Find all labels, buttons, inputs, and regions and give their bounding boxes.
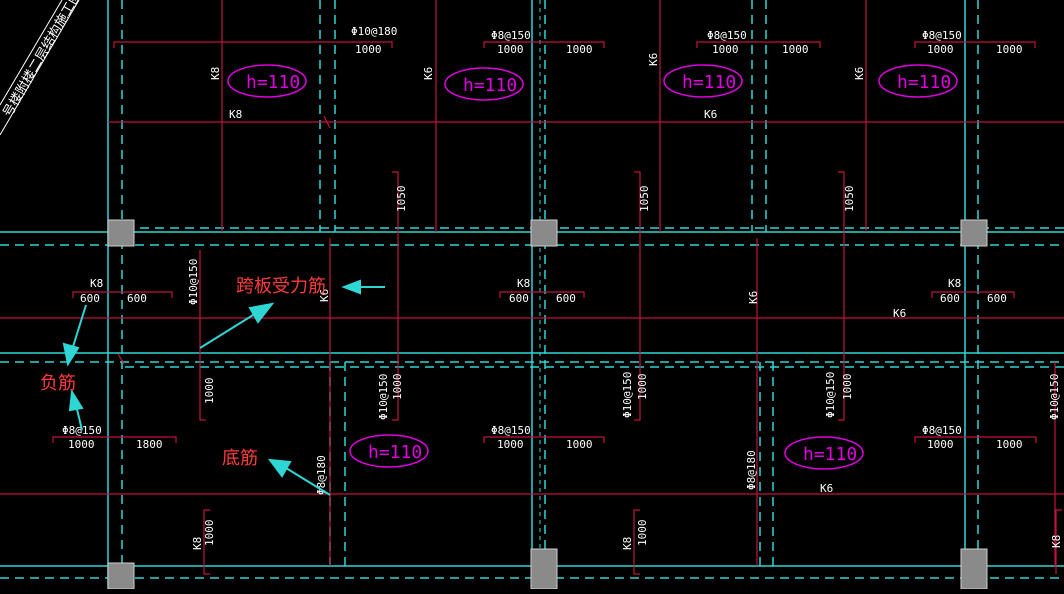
column	[107, 562, 135, 590]
annotation-span-rebar: 跨板受力筋	[236, 276, 326, 297]
rebar-spec: Φ10@150	[1048, 374, 1061, 420]
rebar-spec: Φ8@150	[491, 29, 531, 42]
slab-thickness-ellipse	[444, 67, 524, 101]
drawing-title: 号楼附楼二层结构施工图	[0, 0, 84, 120]
bar-mark: K6	[422, 67, 435, 80]
slab-thickness-ellipse	[878, 64, 958, 98]
dimension-label: 1000	[391, 374, 404, 401]
arrow-head-icon	[267, 458, 292, 478]
bar-marks: K8 K8 K6 K6 K6 K6 K8 K8 K8 K6 K6 K6 K6 K…	[90, 53, 1063, 550]
rebar-spec: Φ10@150	[377, 374, 390, 420]
bar-mark: K6	[893, 307, 906, 320]
dimension-label: 600	[127, 292, 147, 305]
dimension-label: 600	[509, 292, 529, 305]
bar-mark: K6	[747, 291, 760, 304]
column	[960, 548, 988, 590]
slab-thickness-label: h=110	[682, 72, 736, 93]
dimension-label: 1000	[203, 378, 216, 405]
bar-mark: K8	[621, 537, 634, 550]
rebar-spec: Φ8@150	[922, 29, 962, 42]
column	[960, 219, 988, 247]
rebar-spec: Φ8@150	[922, 424, 962, 437]
bar-mark: K6	[704, 108, 717, 121]
slab-thickness-label: h=110	[897, 72, 951, 93]
arrow-icon	[199, 311, 259, 349]
rebar-lines	[0, 0, 1064, 575]
rebar-spec: Φ8@150	[707, 29, 747, 42]
beam-lines-vertical	[107, 0, 979, 589]
dimension-label: 600	[80, 292, 100, 305]
dimension-label: 1000	[712, 43, 739, 56]
rebar-spec: Φ10@150	[621, 372, 634, 418]
rebar-spec: Φ8@180	[745, 450, 758, 490]
annotation-arrows	[62, 279, 385, 496]
bar-mark: K8	[1050, 535, 1063, 548]
dimension-label: 1000	[203, 520, 216, 547]
column	[107, 219, 135, 247]
columns	[107, 219, 988, 590]
slab-thickness-label: h=110	[246, 72, 300, 93]
rebar-spec: Φ10@180	[351, 25, 397, 38]
bar-mark: K8	[209, 67, 222, 80]
dimension-label: 1000	[355, 43, 382, 56]
bar-mark: K8	[191, 537, 204, 550]
bar-mark: K6	[853, 67, 866, 80]
bar-mark: K8	[517, 277, 530, 290]
arrow-head-icon	[341, 279, 361, 295]
dimension-label: 1000	[996, 43, 1023, 56]
arrow-icon	[71, 304, 87, 351]
bar-mark: K6	[647, 53, 660, 66]
slab-thickness-label: h=110	[803, 444, 857, 465]
dimension-label: 1000	[566, 438, 593, 451]
slab-thickness-ellipse	[227, 64, 307, 98]
dimension-label: 1800	[136, 438, 163, 451]
dimension-label: 1000	[497, 438, 524, 451]
dimension-label: 1000	[497, 43, 524, 56]
dimension-label: 1000	[636, 374, 649, 401]
bar-mark: K6	[318, 289, 331, 302]
rebar-spec: Φ8@150	[491, 424, 531, 437]
rebar-spec: Φ10@150	[187, 259, 200, 305]
dimension-label: 600	[940, 292, 960, 305]
title-border-line	[0, 0, 63, 106]
dimension-label: 600	[987, 292, 1007, 305]
dimension-label: 1000	[996, 438, 1023, 451]
arrow-head-icon	[68, 389, 84, 412]
rebar-spec: Φ8@180	[315, 455, 328, 495]
slab-thickness-label: h=110	[463, 75, 517, 96]
dimension-label: 1050	[395, 186, 408, 213]
slab-thickness-markers	[227, 64, 958, 470]
dimension-label: 1000	[566, 43, 593, 56]
dimension-label: 1000	[841, 374, 854, 401]
rebar-spec: Φ8@150	[62, 424, 102, 437]
slab-thickness-label: h=110	[368, 442, 422, 463]
arrow-head-icon	[248, 302, 275, 324]
slab-thickness-ellipse	[663, 64, 743, 98]
slab-thickness-ellipse	[349, 434, 429, 468]
title-border-line	[0, 0, 80, 136]
dimension-label: 1050	[843, 186, 856, 213]
dimension-label: 1000	[927, 438, 954, 451]
annotation-bottom-rebar: 底筋	[222, 448, 258, 469]
rebar-spec: Φ10@150	[824, 372, 837, 418]
column	[530, 548, 558, 590]
dimension-label: 1000	[636, 520, 649, 547]
bar-mark: K8	[948, 277, 961, 290]
dimension-label: 1000	[782, 43, 809, 56]
bar-mark: K8	[229, 108, 242, 121]
bar-mark: K6	[820, 482, 833, 495]
slab-thickness-ellipse	[784, 436, 864, 470]
dimension-label: 1000	[68, 438, 95, 451]
arrow-head-icon	[62, 342, 80, 367]
dimension-labels: 1000 1000 1000 1000 1000 1000 1000 600 6…	[68, 43, 1023, 546]
dimension-label: 1050	[638, 186, 651, 213]
column	[530, 219, 558, 247]
dimension-label: 600	[556, 292, 576, 305]
arrow-icon	[285, 467, 331, 496]
annotation-negative-rebar: 负筋	[40, 373, 76, 394]
dimension-label: 1000	[927, 43, 954, 56]
bar-mark: K8	[90, 277, 103, 290]
